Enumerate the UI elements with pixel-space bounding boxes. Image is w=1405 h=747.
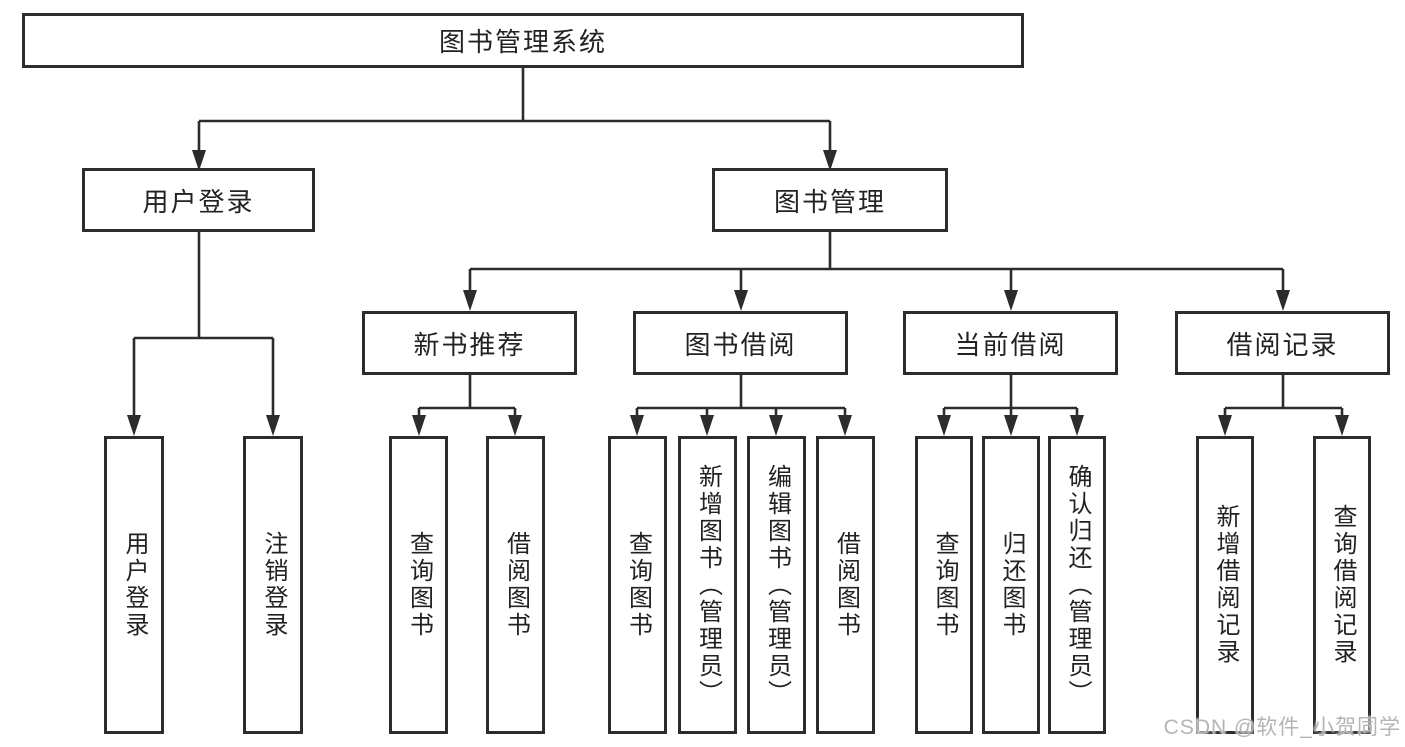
node-label: 注销登录	[260, 531, 287, 639]
node-label: 当前借阅	[954, 329, 1067, 360]
arrow-down-icon	[463, 290, 477, 311]
node-label: 查询图书	[931, 531, 958, 639]
arrow-down-icon	[734, 290, 748, 311]
leaf-logout: 注销登录	[243, 436, 303, 734]
node-label: 新书推荐	[413, 329, 526, 360]
arrow-down-icon	[1004, 415, 1018, 436]
leaf-user-login: 用户登录	[104, 436, 164, 734]
node-user-login: 用户登录	[82, 168, 315, 232]
node-label: 新增图书（管理员）	[694, 463, 722, 707]
node-book-borrow: 图书借阅	[633, 311, 848, 375]
leaf-query-borrow-record: 查询借阅记录	[1313, 436, 1371, 734]
arrow-down-icon	[1070, 415, 1084, 436]
leaf-edit-book-admin: 编辑图书（管理员）	[747, 436, 806, 734]
node-label: 用户登录	[121, 531, 148, 639]
arrow-down-icon	[937, 415, 951, 436]
node-label: 用户登录	[142, 186, 255, 217]
arrow-down-icon	[769, 415, 783, 436]
node-label: 图书借阅	[684, 329, 797, 360]
node-label: 归还图书	[998, 531, 1025, 639]
node-label: 查询图书	[624, 531, 652, 639]
leaf-query-books-borrow: 查询图书	[608, 436, 667, 734]
arrow-down-icon	[1276, 290, 1290, 311]
node-label: 借阅图书	[832, 531, 860, 639]
arrow-down-icon	[838, 415, 852, 436]
arrow-down-icon	[823, 150, 837, 171]
leaf-query-books-current: 查询图书	[915, 436, 973, 734]
leaf-confirm-return-admin: 确认归还（管理员）	[1048, 436, 1106, 734]
node-label: 图书管理系统	[438, 27, 607, 57]
arrowheads	[127, 150, 1349, 436]
arrow-down-icon	[266, 415, 280, 436]
node-borrow-records: 借阅记录	[1175, 311, 1390, 375]
node-label: 编辑图书（管理员）	[763, 463, 791, 707]
arrow-down-icon	[700, 415, 714, 436]
node-new-book-recommend: 新书推荐	[362, 311, 577, 375]
arrow-down-icon	[192, 150, 206, 171]
node-label: 借阅记录	[1226, 329, 1339, 360]
leaf-query-books-recommend: 查询图书	[389, 436, 448, 734]
node-root: 图书管理系统	[22, 13, 1024, 68]
connector-path	[132, 68, 1344, 417]
leaf-borrow-books-recommend: 借阅图书	[486, 436, 545, 734]
node-label: 新增借阅记录	[1212, 504, 1239, 666]
node-label: 查询图书	[405, 531, 433, 639]
arrow-down-icon	[630, 415, 644, 436]
node-book-management: 图书管理	[712, 168, 948, 232]
node-label: 确认归还（管理员）	[1064, 463, 1091, 707]
arrow-down-icon	[127, 415, 141, 436]
arrow-down-icon	[412, 415, 426, 436]
node-label: 查询借阅记录	[1329, 504, 1356, 666]
node-label: 图书管理	[773, 186, 886, 217]
node-current-borrow: 当前借阅	[903, 311, 1118, 375]
node-label: 借阅图书	[502, 531, 530, 639]
arrow-down-icon	[1218, 415, 1232, 436]
leaf-borrow-books: 借阅图书	[816, 436, 875, 734]
arrow-down-icon	[1004, 290, 1018, 311]
arrow-down-icon	[508, 415, 522, 436]
leaf-add-borrow-record: 新增借阅记录	[1196, 436, 1254, 734]
leaf-return-book: 归还图书	[982, 436, 1040, 734]
leaf-add-book-admin: 新增图书（管理员）	[678, 436, 737, 734]
arrow-down-icon	[1335, 415, 1349, 436]
watermark: CSDN @软件_小贺同学	[1163, 716, 1401, 739]
